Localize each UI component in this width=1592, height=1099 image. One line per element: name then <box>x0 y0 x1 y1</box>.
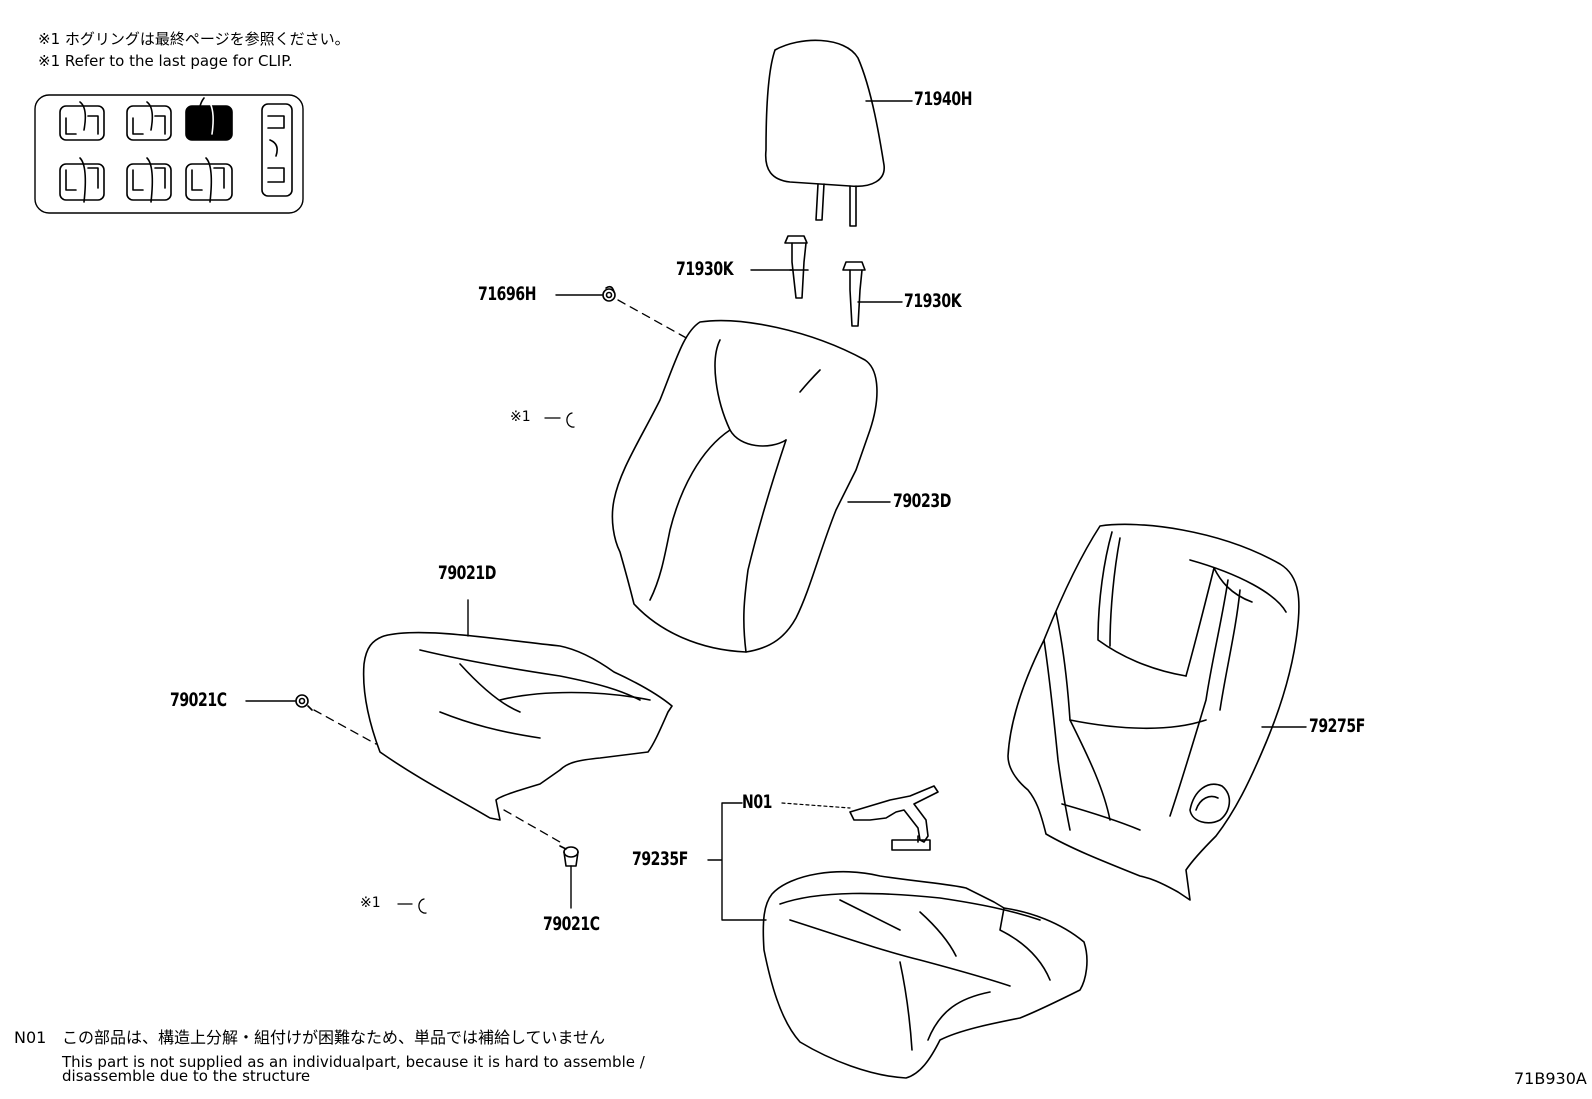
locator-seat-r2c1 <box>59 157 105 203</box>
harness-N01 <box>849 785 939 851</box>
locator-seat-r1c2 <box>126 101 172 141</box>
footer-note-en-line2: disassemble due to the structure <box>62 1067 311 1085</box>
part-label-71930K-right[interactable]: 71930K <box>904 290 962 312</box>
headrest-guide-right <box>842 261 866 327</box>
header-note-en: ※1 Refer to the last page for CLIP. <box>38 52 293 70</box>
locator-seat-r2c3 <box>185 157 233 203</box>
part-label-79021D[interactable]: 79021D <box>438 562 496 584</box>
drawing-number: 71B930A <box>1514 1069 1587 1088</box>
locator-seat-r2c2 <box>126 157 172 203</box>
clip-ref-upper: ※1 <box>510 409 531 425</box>
dashed-79021C-left <box>313 709 377 745</box>
locator-seat-r1c3-highlighted <box>185 97 233 141</box>
headrest-guide-left <box>784 235 809 299</box>
clip-79021C-left <box>295 694 313 711</box>
part-label-71930K-left[interactable]: 71930K <box>676 258 734 280</box>
footer-note-jp: この部品は、構造上分解・組付けが困難なため、単品では補給していません <box>62 1028 606 1047</box>
footer-code: N01 <box>14 1028 47 1047</box>
leader-79235F <box>707 802 767 921</box>
cushion-cover <box>362 631 673 821</box>
cushion-pad <box>762 870 1088 1079</box>
header-note-jp: ※1 ホグリングは最終ページを参照ください。 <box>38 30 350 48</box>
locator-seat-r1c1 <box>59 101 105 141</box>
dashed-79021C-bottom <box>503 809 561 843</box>
footer-note-en-line1: This part is not supplied as an individu… <box>62 1053 645 1071</box>
locator-seat-r1c4 <box>261 103 293 197</box>
clip-ref-upper-mark <box>544 412 575 428</box>
clip-71696H <box>602 285 616 302</box>
part-label-79023D[interactable]: 79023D <box>893 490 951 512</box>
part-label-71696H[interactable]: 71696H <box>478 283 537 305</box>
seatback-cover <box>611 319 878 653</box>
part-label-79021C-left[interactable]: 79021C <box>170 689 227 711</box>
clip-ref-lower-mark <box>397 898 427 914</box>
part-label-79275F[interactable]: 79275F <box>1309 715 1365 737</box>
leader-N01 <box>781 802 851 809</box>
part-label-79021C-bottom[interactable]: 79021C <box>543 913 600 935</box>
part-label-71940H[interactable]: 71940H <box>914 88 973 110</box>
part-label-N01[interactable]: N01 <box>742 791 773 813</box>
part-label-79235F[interactable]: 79235F <box>632 848 688 870</box>
clip-ref-lower: ※1 <box>360 895 381 911</box>
dashed-71696H <box>617 299 691 341</box>
seatback-pad <box>1007 523 1300 901</box>
clip-79021C-bottom <box>559 845 579 867</box>
seat-locator-map <box>34 94 304 214</box>
headrest <box>764 39 885 227</box>
